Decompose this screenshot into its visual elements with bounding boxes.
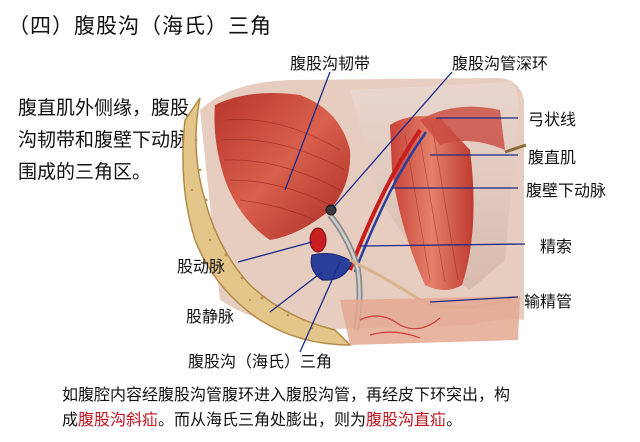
bone-texture bbox=[190, 138, 314, 330]
label-inferior-epigastric: 腹壁下动脉 bbox=[526, 181, 607, 200]
leader-vas bbox=[429, 296, 519, 303]
label-femoral-artery: 股动脉 bbox=[177, 257, 226, 276]
label-rectus: 腹直肌 bbox=[528, 148, 577, 167]
lower-vessels bbox=[359, 315, 441, 339]
label-inguinal-ligament: 腹股沟韧带 bbox=[290, 54, 371, 73]
label-hesselbach-triangle: 腹股沟（海氏）三角 bbox=[188, 352, 333, 371]
inferior-epigastric-vein bbox=[353, 131, 428, 273]
label-arcuate-line: 弓状线 bbox=[528, 110, 577, 129]
femoral-vein-shape bbox=[310, 253, 353, 281]
direct-hernia-term: 腹股沟直疝 bbox=[366, 410, 447, 429]
muscle-fibers bbox=[221, 119, 346, 221]
footer-line-1: 如腹腔内容经腹股沟管腹环进入腹股沟管，再经皮下环突出，构 bbox=[62, 385, 511, 404]
femoral-artery-shape bbox=[309, 227, 327, 253]
footer-line-2-middle: 。而从海氏三角处膨出，则为 bbox=[158, 410, 367, 429]
description-text: 腹直肌外侧缘，腹股沟韧带和腹壁下动脉围成的三角区。 bbox=[18, 97, 190, 183]
label-femoral-vein: 股静脉 bbox=[186, 307, 235, 326]
leader-cord bbox=[359, 243, 526, 247]
page-title: （四）腹股沟（海氏）三角 bbox=[8, 14, 272, 38]
label-deep-ring: 腹股沟管深环 bbox=[452, 54, 549, 73]
leader-hesselbach bbox=[299, 261, 341, 353]
leader-femoral-vein bbox=[269, 271, 323, 313]
leader-deep-ring bbox=[332, 71, 453, 209]
footer-text: 如腹腔内容经腹股沟管腹环进入腹股沟管，再经皮下环突出，构 成腹股沟斜疝。而从海氏… bbox=[62, 382, 622, 432]
label-spermatic-cord: 精索 bbox=[540, 237, 573, 256]
label-vas-deferens: 输精管 bbox=[524, 292, 573, 311]
lower-tissue bbox=[340, 296, 520, 345]
cord-stub-right bbox=[504, 143, 527, 154]
leader-lines bbox=[237, 71, 526, 353]
indirect-hernia-term: 腹股沟斜疝 bbox=[78, 410, 159, 429]
footer-line-2: 成腹股沟斜疝。而从海氏三角处膨出，则为腹股沟直疝。 bbox=[62, 407, 622, 432]
leader-femoral-artery bbox=[237, 241, 313, 263]
inferior-epigastric-artery bbox=[348, 128, 422, 271]
footer-line-2-suffix: 。 bbox=[446, 410, 463, 429]
footer-line-2-prefix: 成 bbox=[62, 410, 79, 429]
leader-inguinal-ligament bbox=[284, 71, 331, 191]
